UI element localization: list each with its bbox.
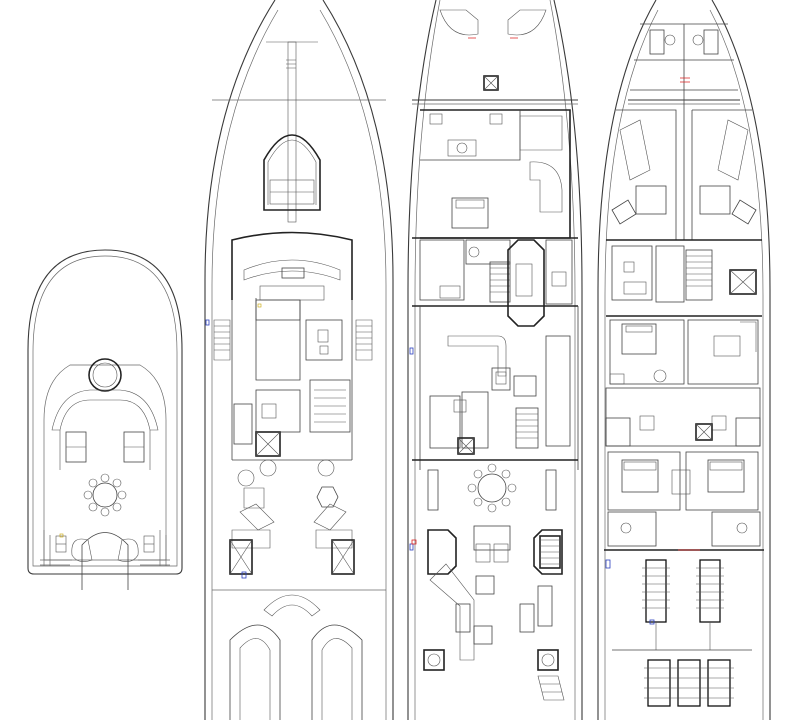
bridge-deck-plan	[204, 0, 394, 720]
sun-deck-plan	[27, 249, 183, 590]
sun-deck-dining-table	[83, 473, 127, 517]
main-dining	[467, 463, 517, 513]
main-deck-plan	[407, 0, 583, 720]
sky-lounge	[231, 459, 353, 549]
owner-stateroom	[420, 109, 571, 239]
jacuzzi	[88, 358, 122, 392]
engine-room	[612, 559, 752, 707]
lower-deck-plan	[597, 0, 771, 720]
